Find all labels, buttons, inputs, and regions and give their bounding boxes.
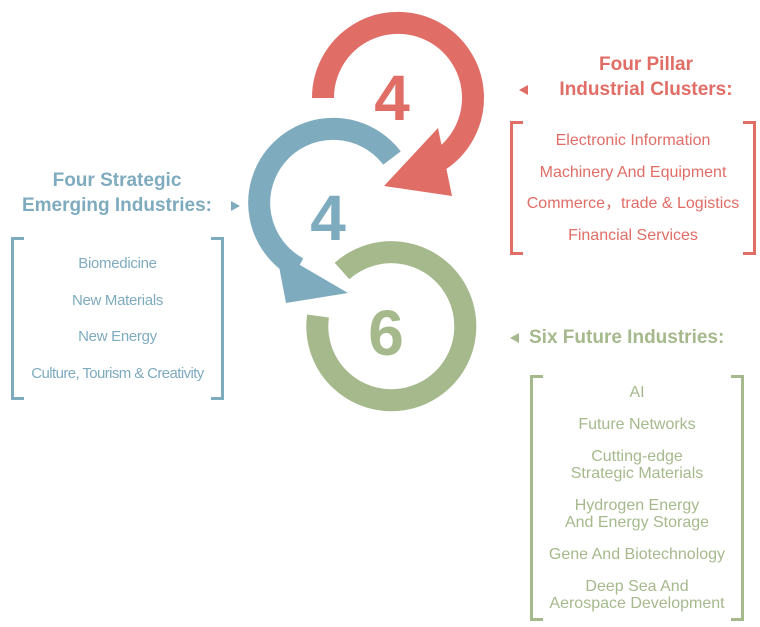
right-bracket bbox=[211, 237, 224, 400]
right-bracket bbox=[743, 121, 756, 255]
list-item: Machinery And Equipment bbox=[539, 163, 727, 181]
pillar-arrowhead bbox=[384, 128, 452, 196]
list-item: Cutting-edge Strategic Materials bbox=[570, 448, 704, 483]
pillar-heading-line2: Industrial Clusters: bbox=[559, 79, 733, 100]
future-heading-text: Six Future Industries: bbox=[529, 327, 725, 348]
left-bracket bbox=[510, 121, 523, 255]
pillar-number: 4 bbox=[374, 62, 410, 134]
list-item: Hydrogen Energy And Energy Storage bbox=[564, 496, 710, 531]
list-item: Commerce，trade & Logistics bbox=[526, 195, 740, 213]
future-heading: Six Future Industries: bbox=[510, 325, 750, 350]
list-item: Electronic Information bbox=[555, 132, 711, 150]
right-bracket bbox=[731, 375, 744, 621]
pillar-arc bbox=[312, 11, 484, 170]
strategic-pointer-icon bbox=[231, 201, 240, 211]
list-item: New Materials bbox=[71, 291, 164, 309]
strategic-heading-line2: Emerging Industries: bbox=[21, 195, 213, 216]
future-list: AI Future Networks Cutting-edge Strategi… bbox=[530, 375, 744, 621]
list-item: Financial Services bbox=[568, 226, 698, 244]
future-pointer-icon bbox=[510, 332, 519, 343]
list-item: Gene And Biotechnology bbox=[548, 545, 726, 563]
left-bracket bbox=[530, 375, 543, 621]
list-item: New Energy bbox=[78, 328, 157, 346]
list-item: Biomedicine bbox=[78, 254, 157, 272]
strategic-list: Biomedicine New Materials New Energy Cul… bbox=[11, 237, 224, 400]
future-arc bbox=[306, 241, 477, 412]
strategic-arc bbox=[248, 117, 401, 278]
pillar-list: Electronic Information Machinery And Equ… bbox=[510, 121, 756, 255]
pillar-heading-line1: Four Pillar bbox=[599, 54, 693, 75]
pillar-heading: Four Pillar Industrial Clusters: bbox=[515, 52, 747, 102]
pillar-pointer-icon bbox=[519, 85, 528, 95]
list-item: Culture, Tourism & Creativity bbox=[31, 365, 204, 383]
future-number: 6 bbox=[368, 297, 404, 369]
list-item: AI bbox=[629, 384, 645, 402]
strategic-heading: Four Strategic Emerging Industries: bbox=[10, 168, 242, 218]
strategic-heading-line1: Four Strategic bbox=[52, 170, 182, 191]
strategic-number: 4 bbox=[310, 182, 346, 254]
left-bracket bbox=[11, 237, 24, 400]
list-item: Deep Sea And Aerospace Development bbox=[549, 577, 725, 612]
strategic-arrowhead bbox=[276, 251, 348, 303]
list-item: Future Networks bbox=[578, 416, 696, 434]
